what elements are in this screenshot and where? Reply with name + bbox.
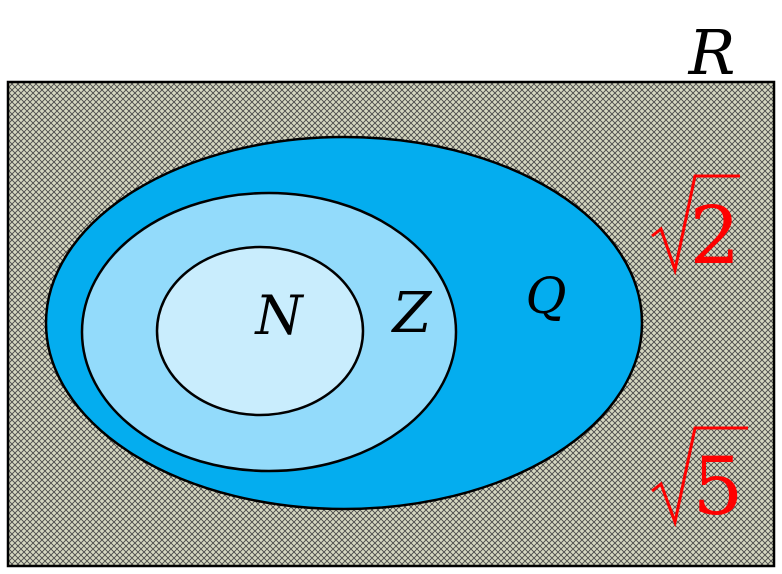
set-r-label: R bbox=[688, 16, 736, 89]
set-z-label: Z bbox=[391, 281, 433, 346]
sqrt-5-label: 5 bbox=[651, 426, 748, 533]
set-n-ellipse bbox=[155, 245, 365, 417]
radical-sign bbox=[651, 426, 748, 528]
set-q-label: Q bbox=[526, 267, 567, 325]
radicand: 5 bbox=[693, 440, 744, 533]
set-n-label: N bbox=[253, 284, 304, 347]
radicand: 2 bbox=[690, 189, 741, 282]
radical-sign bbox=[651, 174, 740, 276]
sqrt-2-label: 2 bbox=[651, 174, 741, 282]
